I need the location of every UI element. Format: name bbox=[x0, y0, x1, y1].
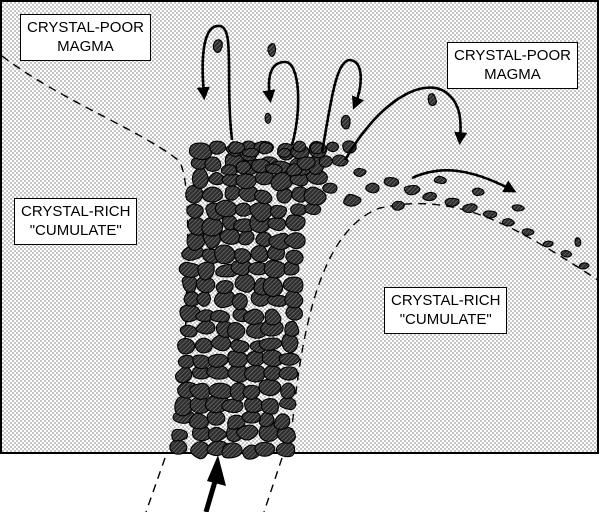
crystal bbox=[170, 440, 187, 454]
crystal bbox=[522, 229, 534, 236]
crystal bbox=[579, 263, 589, 269]
upward-arrow bbox=[206, 455, 226, 512]
crystal bbox=[222, 443, 242, 458]
crystal bbox=[561, 251, 572, 257]
label-line-2: MAGMA bbox=[454, 65, 571, 84]
crystal bbox=[251, 246, 268, 262]
crystal bbox=[242, 148, 258, 156]
crystal bbox=[278, 149, 291, 158]
crystal bbox=[279, 367, 297, 380]
crystal bbox=[215, 245, 235, 264]
crystal bbox=[285, 321, 299, 336]
crystal bbox=[178, 338, 195, 354]
label-line-2: "CUMULATE" bbox=[391, 310, 500, 329]
crystal bbox=[264, 261, 286, 279]
crystal bbox=[483, 211, 496, 218]
crystal bbox=[195, 338, 212, 353]
crystal bbox=[512, 205, 524, 211]
crystal bbox=[282, 334, 298, 353]
label-crystal-rich-cumulate-right: CRYSTAL-RICH "CUMULATE" bbox=[384, 287, 507, 334]
crystal bbox=[472, 188, 484, 195]
crystal bbox=[243, 385, 260, 399]
crystal bbox=[255, 442, 275, 456]
crystal bbox=[392, 201, 404, 210]
label-crystal-rich-cumulate-left: CRYSTAL-RICH "CUMULATE" bbox=[14, 198, 137, 245]
crystal bbox=[293, 141, 305, 152]
crystal bbox=[323, 183, 337, 193]
label-line-2: "CUMULATE" bbox=[21, 221, 130, 240]
label-crystal-poor-magma-left: CRYSTAL-POOR MAGMA bbox=[20, 14, 151, 61]
crystal bbox=[261, 399, 278, 415]
crystal bbox=[268, 295, 288, 306]
crystal bbox=[213, 40, 222, 53]
crystal bbox=[283, 277, 302, 293]
crystal bbox=[265, 164, 282, 174]
label-crystal-poor-magma-right: CRYSTAL-POOR MAGMA bbox=[447, 42, 578, 89]
crystal bbox=[268, 44, 276, 57]
crystal bbox=[235, 249, 251, 264]
label-line-1: CRYSTAL-RICH bbox=[21, 202, 130, 221]
crystal bbox=[232, 293, 247, 309]
label-line-2: MAGMA bbox=[27, 37, 144, 56]
crystal bbox=[220, 229, 240, 245]
crystal bbox=[259, 413, 273, 427]
crystal bbox=[189, 143, 212, 160]
label-line-1: CRYSTAL-POOR bbox=[27, 18, 144, 37]
crystal bbox=[245, 365, 265, 381]
label-line-1: CRYSTAL-RICH bbox=[391, 291, 500, 310]
crystal bbox=[172, 429, 188, 441]
crystal bbox=[327, 142, 339, 151]
crystal bbox=[445, 198, 459, 206]
crystal bbox=[276, 443, 294, 457]
crystal bbox=[221, 165, 236, 175]
crystal bbox=[291, 204, 307, 216]
crystal bbox=[543, 241, 553, 247]
crystal bbox=[178, 355, 194, 368]
crystal bbox=[281, 383, 295, 399]
crystal bbox=[236, 174, 256, 189]
label-line-1: CRYSTAL-POOR bbox=[454, 46, 571, 65]
crystal bbox=[216, 281, 233, 294]
crystal bbox=[384, 178, 398, 187]
crystal bbox=[259, 379, 281, 395]
crystal bbox=[211, 310, 230, 322]
crystal bbox=[209, 383, 233, 398]
crystal bbox=[192, 168, 208, 189]
crystal bbox=[502, 219, 514, 226]
crystal bbox=[279, 353, 299, 365]
crystal bbox=[270, 205, 286, 218]
crystal bbox=[319, 156, 332, 167]
crystal bbox=[575, 238, 581, 247]
crystal bbox=[202, 218, 223, 237]
crystal bbox=[228, 351, 248, 367]
crystal bbox=[423, 192, 437, 200]
crystal bbox=[341, 115, 350, 129]
crystal bbox=[354, 168, 366, 176]
crystal bbox=[265, 113, 271, 123]
crystal bbox=[264, 365, 281, 380]
crystal bbox=[286, 215, 305, 231]
crystal bbox=[210, 141, 226, 154]
crystal bbox=[202, 187, 222, 202]
crystal bbox=[366, 183, 379, 193]
crystal bbox=[215, 200, 237, 216]
